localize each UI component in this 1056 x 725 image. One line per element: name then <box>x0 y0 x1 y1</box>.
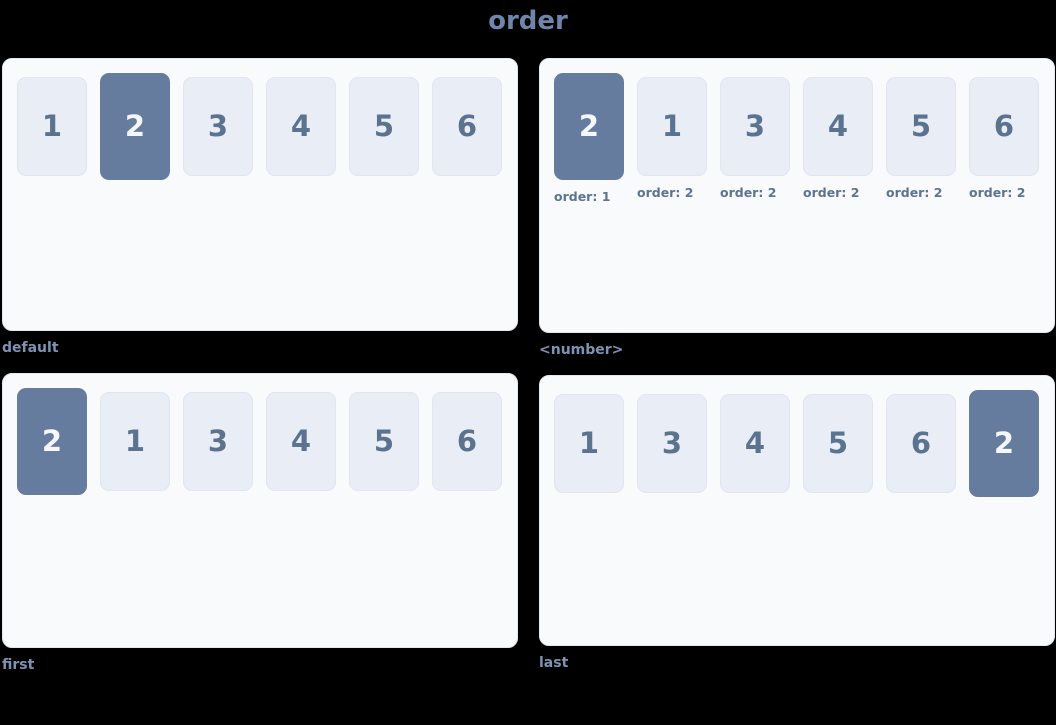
flex-item-box[interactable]: 6 <box>432 392 502 491</box>
flex-item-caption: order: 1 <box>554 189 611 204</box>
flex-item-box[interactable]: 1 <box>637 77 707 176</box>
flex-item[interactable]: 1 <box>100 388 170 491</box>
flex-item[interactable]: 5 <box>803 390 873 493</box>
flex-item-box[interactable]: 6 <box>432 77 502 176</box>
flex-container-panel: 2 order: 1 1 order: 2 3 order: 2 4 order: 2 5 ord… <box>539 58 1055 333</box>
flex-item-caption: order: 2 <box>720 185 777 200</box>
flex-item-caption: order: 2 <box>969 185 1026 200</box>
flex-item-caption: order: 2 <box>637 185 694 200</box>
panel-label: default <box>2 340 59 356</box>
flex-item[interactable]: 1 <box>17 73 87 176</box>
flex-item-box[interactable]: 1 <box>554 394 624 493</box>
panel-label: last <box>539 655 569 671</box>
flex-item[interactable]: 3 <box>183 388 253 491</box>
flex-item[interactable]: 4 <box>266 388 336 491</box>
flex-item[interactable]: 2 <box>17 388 87 495</box>
flex-item-box[interactable]: 6 <box>969 77 1039 176</box>
flex-item[interactable]: 2 order: 1 <box>554 73 624 204</box>
flex-item-box[interactable]: 4 <box>266 392 336 491</box>
flex-item-box[interactable]: 1 <box>17 77 87 176</box>
flex-item-box-highlighted[interactable]: 2 <box>100 73 170 180</box>
flex-item-caption: order: 2 <box>803 185 860 200</box>
flex-item-box[interactable]: 3 <box>183 392 253 491</box>
flex-item-box[interactable]: 5 <box>803 394 873 493</box>
flex-item-box[interactable]: 5 <box>886 77 956 176</box>
flex-item-box[interactable]: 4 <box>803 77 873 176</box>
flex-item-box[interactable]: 3 <box>183 77 253 176</box>
flex-item[interactable]: 4 order: 2 <box>803 73 873 200</box>
flex-item-box-highlighted[interactable]: 2 <box>554 73 624 180</box>
page-title: order <box>488 6 568 36</box>
flex-item[interactable]: 6 <box>886 390 956 493</box>
flex-item-box-highlighted[interactable]: 2 <box>17 388 87 495</box>
flex-item-box-highlighted[interactable]: 2 <box>969 390 1039 497</box>
flex-item[interactable]: 5 <box>349 388 419 491</box>
flex-item-box[interactable]: 3 <box>637 394 707 493</box>
flex-item[interactable]: 5 order: 2 <box>886 73 956 200</box>
demo-cell-number: 2 order: 1 1 order: 2 3 order: 2 4 order: 2 5 ord… <box>539 58 1055 359</box>
flex-item[interactable]: 2 <box>100 73 170 180</box>
flex-item-box[interactable]: 3 <box>720 77 790 176</box>
panel-label: first <box>2 657 35 673</box>
flex-item[interactable]: 6 <box>432 388 502 491</box>
flex-item[interactable]: 4 <box>266 73 336 176</box>
flex-item-box[interactable]: 4 <box>720 394 790 493</box>
flex-row: 2 order: 1 1 order: 2 3 order: 2 4 order: 2 5 ord… <box>554 73 1054 204</box>
flex-item[interactable]: 6 order: 2 <box>969 73 1039 200</box>
flex-item[interactable]: 3 order: 2 <box>720 73 790 200</box>
flex-item[interactable]: 3 <box>183 73 253 176</box>
flex-item-box[interactable]: 5 <box>349 392 419 491</box>
flex-item[interactable]: 1 order: 2 <box>637 73 707 200</box>
flex-item[interactable]: 6 <box>432 73 502 176</box>
flex-item[interactable]: 1 <box>554 390 624 493</box>
flex-item[interactable]: 5 <box>349 73 419 176</box>
flex-item-box[interactable]: 5 <box>349 77 419 176</box>
flex-item-box[interactable]: 4 <box>266 77 336 176</box>
panel-label: <number> <box>539 342 624 358</box>
flex-item-caption: order: 2 <box>886 185 943 200</box>
flex-item-box[interactable]: 6 <box>886 394 956 493</box>
flex-item[interactable]: 2 <box>969 390 1039 497</box>
flex-item-box[interactable]: 1 <box>100 392 170 491</box>
flex-item[interactable]: 3 <box>637 390 707 493</box>
flex-item[interactable]: 4 <box>720 390 790 493</box>
